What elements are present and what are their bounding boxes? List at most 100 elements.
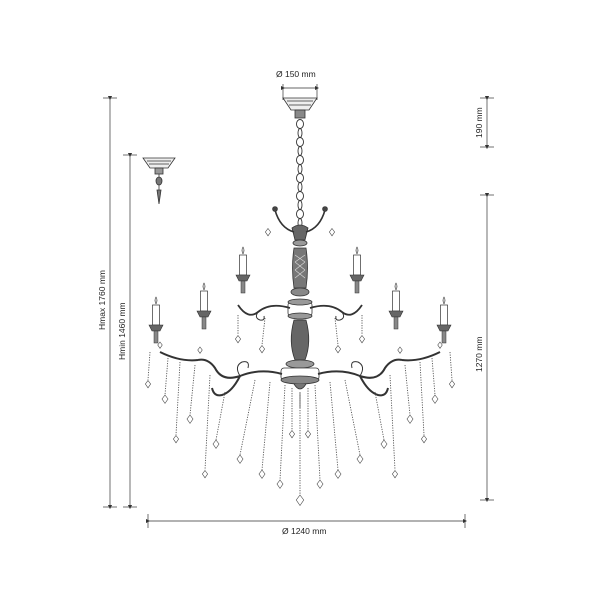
chain-link: [296, 173, 304, 183]
candle-flame: [241, 246, 245, 255]
candle: [349, 246, 365, 294]
chain-link: [296, 191, 304, 201]
lower-tier-arms: [159, 351, 441, 397]
candle-cup: [148, 324, 164, 332]
candle: [388, 282, 404, 330]
candle: [235, 246, 251, 294]
candle-cup: [196, 310, 212, 318]
canopy-detail: [142, 157, 176, 205]
crystal-strand: [164, 357, 169, 396]
crystal-drop: [186, 414, 194, 424]
candle-stem: [393, 316, 399, 330]
candle-sleeve: [392, 290, 400, 312]
width-label: Ø 1240 mm: [282, 526, 327, 536]
candles: [148, 246, 452, 344]
chain-link: [296, 137, 304, 147]
crystal-strand: [449, 351, 453, 381]
crystal-drop: [449, 380, 455, 389]
crystal-drop: [173, 435, 179, 444]
crystal-drop: [431, 394, 439, 404]
candle: [436, 296, 452, 344]
suspension-chain: [296, 119, 304, 228]
crystal-strand: [175, 361, 181, 436]
crystal-drop: [392, 470, 398, 479]
candle: [148, 296, 164, 344]
dimension-lines: [103, 84, 494, 528]
crystal-strand: [204, 374, 211, 471]
candle-flame: [202, 282, 206, 291]
crystal-drop: [356, 454, 364, 464]
crystal-drop: [236, 454, 244, 464]
crystal-drop: [276, 479, 284, 489]
candle-cup: [235, 274, 251, 282]
body-height-label: 1270 mm: [474, 336, 484, 372]
candle-sleeve: [200, 290, 208, 312]
candle-flame: [442, 296, 446, 305]
crystal-drop: [329, 228, 335, 237]
candle-stem: [201, 316, 207, 330]
crystal-drop: [258, 469, 266, 479]
crystal-strand: [239, 379, 256, 456]
candle-sleeve: [239, 254, 247, 276]
crystal-drop: [161, 394, 169, 404]
crystal-strand: [404, 364, 411, 416]
height-max-label: Hmax 1760 mm: [97, 270, 107, 330]
chain-link: [297, 164, 303, 174]
crystal-strand: [329, 381, 339, 471]
crystal-drop: [437, 341, 443, 349]
crystal-drops: [145, 228, 455, 507]
candle: [196, 282, 212, 330]
chain-link: [297, 182, 303, 192]
crystal-drop: [380, 439, 388, 449]
chain-link: [296, 209, 304, 219]
crystal-drop: [265, 228, 271, 237]
chain-link: [297, 146, 303, 156]
top-tier-arms: [272, 206, 328, 233]
candle-sleeve: [353, 254, 361, 276]
crystal-drop: [235, 335, 241, 344]
crystal-strand: [279, 384, 286, 481]
candle-flame: [355, 246, 359, 255]
chain-link: [297, 200, 303, 210]
candle-sleeve: [152, 304, 160, 326]
canopy-diameter-label: Ø 150 mm: [276, 69, 316, 79]
candle-stem: [354, 280, 360, 294]
crystal-strand: [147, 351, 151, 381]
crystal-strand: [419, 361, 425, 436]
crystal-strand: [344, 379, 361, 456]
crystal-strand: [261, 317, 266, 346]
crystal-drop: [334, 469, 342, 479]
crystal-strand: [374, 391, 385, 441]
crystal-drop: [359, 335, 365, 344]
candle-stem: [441, 330, 447, 344]
crystal-drop: [145, 380, 151, 389]
crystal-drop: [295, 494, 305, 507]
candle-stem: [240, 280, 246, 294]
crystal-strand: [215, 391, 226, 441]
candle-cup: [349, 274, 365, 282]
chain-link: [296, 155, 304, 165]
crystal-drop: [259, 345, 265, 354]
central-column: [280, 224, 320, 408]
height-min-label: Hmin 1460 mm: [117, 302, 127, 360]
crystal-strand: [314, 384, 321, 481]
crystal-drop: [157, 341, 163, 349]
crystal-strands: [147, 315, 453, 495]
crystal-drop: [421, 435, 427, 444]
crystal-drop: [316, 479, 324, 489]
candle-flame: [154, 296, 158, 305]
crystal-drop: [335, 345, 341, 354]
candle-stem: [153, 330, 159, 344]
crystal-drop: [197, 346, 203, 354]
chain-link: [297, 128, 303, 138]
crystal-strand: [389, 374, 396, 471]
crystal-drop: [202, 470, 208, 479]
crystal-strand: [261, 381, 271, 471]
crystal-strand: [334, 317, 339, 346]
main-canopy: [282, 97, 318, 119]
candle-cup: [436, 324, 452, 332]
candle-flame: [394, 282, 398, 291]
crystal-drop: [305, 430, 311, 439]
